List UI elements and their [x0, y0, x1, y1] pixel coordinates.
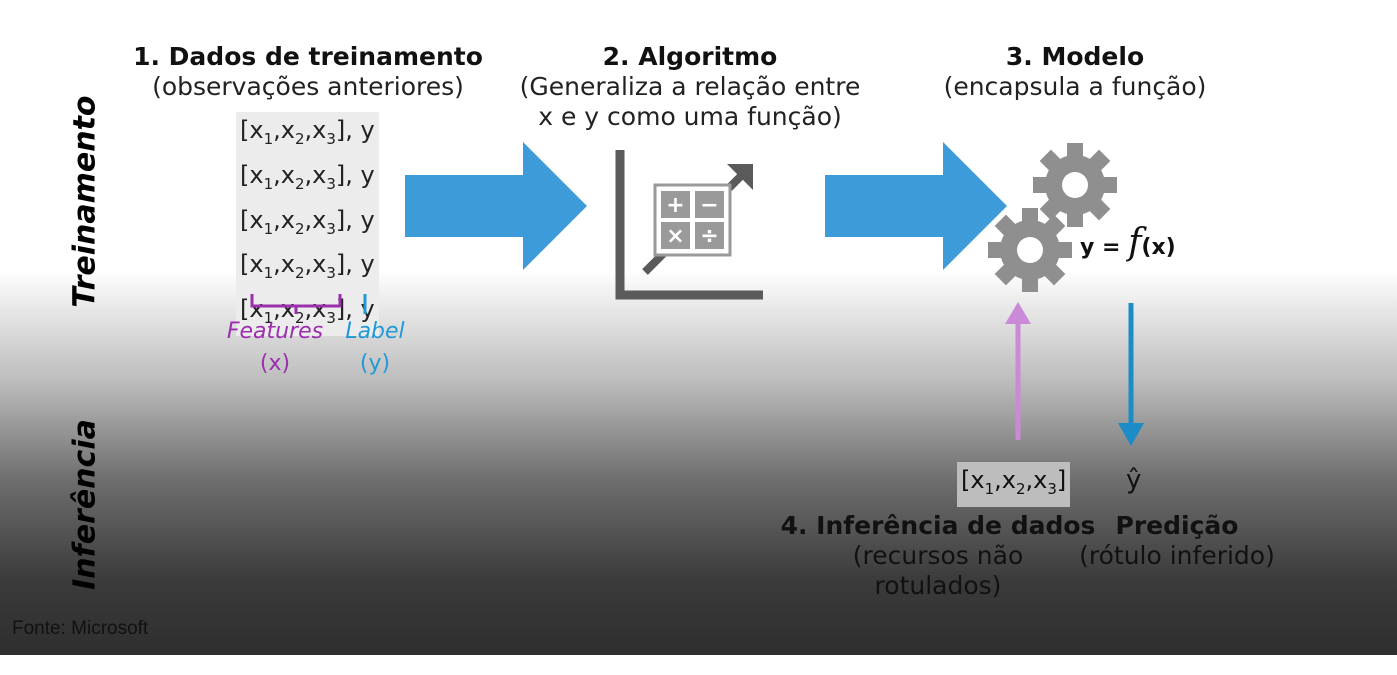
inf-sub1: 1 [984, 479, 995, 498]
index-subscript: 1 [263, 129, 274, 148]
data-to-algorithm-arrow [405, 142, 587, 270]
step3-header: 3. Modelo (encapsula a função) [900, 42, 1250, 102]
step1-header: 1. Dados de treinamento (observações ant… [118, 42, 498, 102]
row-text: [x [240, 205, 264, 234]
row-text: ,x [304, 295, 327, 324]
index-subscript: 3 [326, 264, 336, 283]
row-text: ,x [273, 116, 295, 144]
row-text: ,x [304, 160, 327, 189]
index-subscript: 2 [294, 264, 305, 283]
index-subscript: 1 [263, 264, 274, 283]
ml-diagram: { "row_labels": { "training": "Treinamen… [0, 0, 1397, 655]
index-subscript: 3 [326, 129, 336, 148]
row-text: ,x [273, 250, 295, 279]
row-text: ,x [304, 116, 327, 144]
step1-title: 1. Dados de treinamento [133, 42, 483, 71]
index-subscript: 1 [263, 219, 274, 238]
model-formula: y = f(x) [1080, 222, 1176, 263]
inf-sub2: 2 [1015, 479, 1026, 498]
inf-mid1: ,x [994, 466, 1016, 494]
prediction-subtitle: (rótulo inferido) [1079, 541, 1275, 570]
training-data-row: [x1,x2,x3], y [236, 156, 379, 202]
index-subscript: 3 [326, 308, 336, 327]
index-subscript: 2 [294, 129, 305, 148]
source-credit: Fonte: Microsoft [12, 618, 149, 639]
formula-f: f [1128, 222, 1142, 263]
row-text: [x [240, 295, 264, 324]
row-text: ], y [335, 160, 375, 189]
svg-text:÷: ÷ [700, 224, 718, 249]
features-var: (x) [259, 351, 291, 376]
row-text: ], y [335, 250, 375, 279]
formula-rhs: (x) [1141, 235, 1176, 260]
label-var: (y) [359, 351, 391, 376]
index-subscript: 3 [326, 174, 336, 193]
formula-lhs: y = [1080, 235, 1129, 260]
training-data-table: [x1,x2,x3], y[x1,x2,x3], y[x1,x2,x3], y[… [236, 112, 379, 336]
row-text: [x [240, 116, 264, 144]
inf-prefix: [x [961, 466, 985, 494]
training-row-label: Treinamento [67, 95, 103, 308]
features-label: Features [226, 319, 324, 344]
index-subscript: 1 [263, 174, 274, 193]
row-text: ,x [304, 250, 327, 279]
row-text: ,x [273, 205, 295, 234]
index-subscript: 3 [326, 219, 336, 238]
prediction-symbol: ŷ [1126, 465, 1142, 495]
inference-input-data: [x1,x2,x3] [957, 462, 1071, 507]
label-caption: Label (y) [335, 316, 415, 380]
inf-suffix: ] [1056, 466, 1067, 494]
index-subscript: 2 [294, 174, 305, 193]
index-subscript: 2 [294, 308, 305, 327]
step4-subtitle-line2: rotulados) [874, 571, 1002, 600]
row-text: ,x [304, 205, 327, 234]
gears-icon [988, 143, 1117, 292]
prediction-title: Predição [1115, 511, 1239, 540]
algorithm-to-model-arrow [825, 142, 1007, 270]
step1-subtitle: (observações anteriores) [152, 72, 464, 101]
svg-text:×: × [666, 224, 684, 249]
step4-title: 4. Inferência de dados [780, 511, 1096, 540]
inference-input-arrow [1005, 302, 1031, 440]
svg-text:−: − [700, 193, 718, 218]
svg-text:+: + [666, 193, 684, 218]
step3-title: 3. Modelo [1005, 42, 1145, 71]
label-bracket [363, 294, 367, 314]
row-text: ], y [335, 205, 375, 234]
prediction-caption: Predição (rótulo inferido) [1070, 511, 1284, 571]
label-label: Label [345, 319, 405, 344]
inf-mid2: ,x [1025, 466, 1048, 494]
features-caption: Features (x) [210, 316, 340, 380]
index-subscript: 1 [263, 308, 274, 327]
step4-caption: 4. Inferência de dados (recursos não rot… [770, 511, 1106, 601]
index-subscript: 2 [294, 219, 305, 238]
calculator-chart-icon: + − × ÷ [615, 150, 763, 300]
training-data-row: [x1,x2,x3], y [236, 112, 379, 157]
training-data-row: [x1,x2,x3], y [236, 246, 379, 292]
step2-header: 2. Algoritmo (Generaliza a relação entre… [490, 42, 890, 132]
inf-sub3: 3 [1047, 479, 1057, 498]
step4-subtitle-line1: (recursos não [852, 541, 1024, 570]
row-text: ], y [335, 116, 375, 144]
row-text: [x [240, 250, 264, 279]
step2-subtitle-line1: (Generaliza a relação entre [519, 72, 861, 101]
step3-subtitle: (encapsula a função) [943, 72, 1207, 101]
features-bracket [250, 294, 342, 314]
step2-subtitle-line2: x e y como uma função) [538, 102, 842, 131]
row-text: ,x [273, 295, 295, 324]
step2-title: 2. Algoritmo [602, 42, 778, 71]
row-text: [x [240, 160, 264, 189]
training-data-row: [x1,x2,x3], y [236, 291, 379, 336]
row-text: ,x [273, 160, 295, 189]
prediction-output-arrow [1118, 303, 1144, 446]
training-data-row: [x1,x2,x3], y [236, 201, 379, 247]
row-text: ], y [335, 295, 375, 324]
